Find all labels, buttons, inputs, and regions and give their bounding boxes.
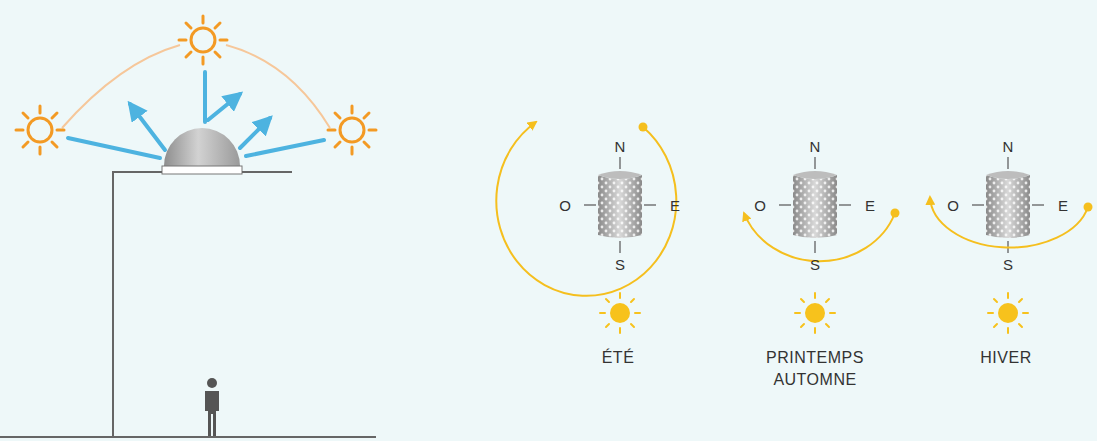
compass-west: O: [754, 195, 766, 216]
compass-north: N: [810, 136, 821, 157]
compass-south: S: [615, 254, 625, 275]
season-label: ÉTÉ: [602, 347, 635, 369]
compass-east: E: [670, 195, 680, 216]
compass-north: N: [1003, 136, 1014, 157]
compass-south: S: [1003, 254, 1013, 275]
compass-north: N: [615, 136, 626, 157]
season-label: HIVER: [980, 347, 1031, 369]
season-label: PRINTEMPS AUTOMNE: [760, 347, 870, 392]
compass-east: E: [865, 195, 875, 216]
compass-west: O: [947, 195, 959, 216]
person: [205, 378, 219, 436]
compass-south: S: [810, 254, 820, 275]
compass-east: E: [1058, 195, 1068, 216]
compass-west: O: [559, 195, 571, 216]
